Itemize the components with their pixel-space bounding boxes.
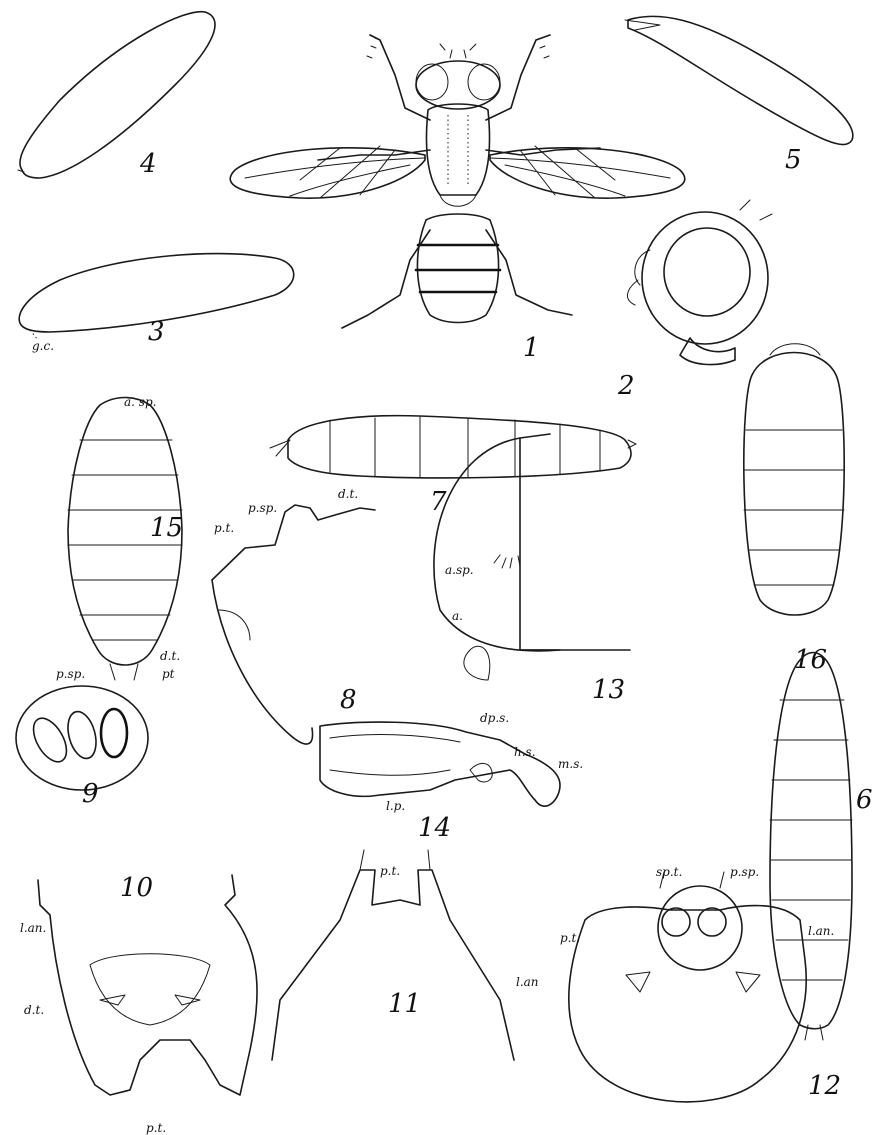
label-psp-15: p.sp.: [56, 667, 85, 681]
figure-11-posterior-dorsal: [272, 850, 514, 1060]
label-dps-14: dp.s.: [480, 711, 509, 725]
label-lan-11: l.an: [516, 975, 539, 989]
figure-number-11: 11: [388, 989, 421, 1019]
figure-5-egg: [625, 16, 853, 144]
figure-9-cross-section: [16, 686, 148, 790]
label-hs-14: h.s.: [514, 745, 536, 759]
figure-2-head-profile: [627, 200, 772, 365]
label-dt-8: d.t.: [338, 487, 358, 501]
figure-7-larva-lateral: [270, 416, 636, 478]
figure-16-puparium: [744, 344, 844, 615]
figure-4-egg: [18, 12, 215, 178]
label-lan-12: l.an.: [808, 924, 834, 938]
figure-6-larva-elongate: [770, 653, 852, 1041]
label-pt-15: pt: [162, 667, 175, 681]
label-asp-15: a. sp.: [124, 395, 156, 409]
figure-number-9: 9: [82, 779, 99, 809]
label-lan-10: l.an.: [20, 921, 46, 935]
label-asp-13: a.sp.: [445, 563, 474, 577]
figure-number-13: 13: [592, 675, 625, 705]
label-pt-10: p.t.: [146, 1121, 166, 1135]
label-pt-12: p.t.: [560, 931, 580, 945]
figure-number-15: 15: [150, 513, 183, 543]
label-dt-10: d.t.: [24, 1003, 44, 1017]
label-ms-14: m.s.: [558, 757, 583, 771]
figure-number-8: 8: [340, 685, 357, 715]
label-pt-11: p.t.: [380, 864, 400, 878]
label-spt-12: sp.t.: [656, 865, 682, 879]
label-pt-8: p.t.: [214, 521, 234, 535]
label-gc: g.c.: [32, 339, 54, 353]
label-a-13: a.: [452, 609, 463, 623]
label-lp-14: l.p.: [386, 799, 405, 813]
label-dt-15: d.t.: [160, 649, 180, 663]
figure-number-10: 10: [120, 873, 153, 903]
figure-1-adult-fly: [230, 35, 685, 328]
figure-number-7: 7: [430, 487, 447, 517]
figure-number-1: 1: [523, 333, 540, 363]
figure-12-posterior-end: [569, 872, 806, 1102]
label-psp-12: p.sp.: [730, 865, 759, 879]
figure-number-14: 14: [418, 813, 451, 843]
figure-number-4: 4: [139, 149, 157, 179]
figure-number-5: 5: [785, 145, 802, 175]
figure-number-12: 12: [808, 1071, 841, 1101]
figure-10-posterior-ventral: [38, 875, 257, 1095]
label-psp-8: p.sp.: [248, 501, 277, 515]
figure-number-2: 2: [617, 371, 635, 401]
figure-number-6: 6: [856, 785, 873, 815]
figure-number-3: 3: [148, 317, 165, 347]
figure-14-mouthparts: [320, 722, 560, 806]
